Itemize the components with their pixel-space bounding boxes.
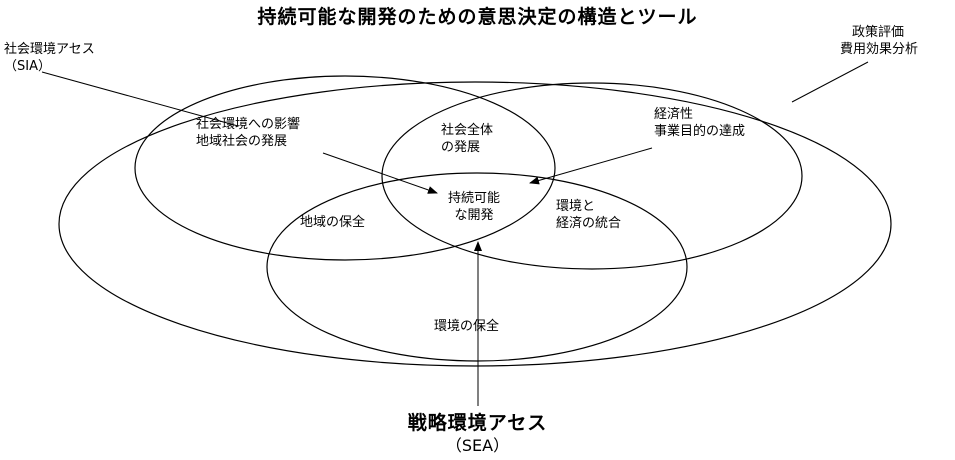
sustainable-line1: 持続可能 [448, 191, 501, 206]
sustainable-line2: な開発 [454, 208, 494, 223]
economic-label: 経済性 事業目的の達成 [654, 106, 745, 140]
sea-subtitle: （SEA） [445, 436, 510, 455]
economic-line2: 事業目的の達成 [654, 124, 746, 139]
social-arrow [322, 152, 438, 194]
social-ellipse [134, 75, 556, 261]
regional-label: 地域の保全 [300, 214, 365, 231]
regional-line1: 地域の保全 [300, 215, 366, 230]
environment-line1: 環境の保全 [434, 319, 500, 334]
sea-title: 戦略環境アセス [407, 412, 548, 434]
policy-label: 政策評価 費用効果分析 [840, 24, 918, 58]
environment-label: 環境の保全 [434, 318, 499, 335]
sia-line2: （SIA） [4, 59, 51, 74]
diagram-title: 持続可能な開発のための意思決定の構造とツール [257, 6, 698, 28]
env-econ-line1: 環境と [556, 199, 596, 214]
sia-line1: 社会環境アセス [4, 42, 95, 57]
outer-ellipse [58, 81, 892, 367]
economic-ellipse [381, 82, 803, 270]
society-whole-line1: 社会全体 [441, 123, 494, 138]
economic-arrow [529, 147, 653, 185]
economic-line1: 経済性 [654, 107, 694, 122]
env-econ-label: 環境と 経済の統合 [556, 198, 621, 232]
society-whole-label: 社会全体 の発展 [441, 122, 493, 156]
sia-label: 社会環境アセス （SIA） [4, 41, 95, 75]
environment-ellipse [266, 172, 688, 362]
sustainable-label: 持続可能 な開発 [448, 190, 500, 224]
social-impact-line2: 地域社会の発展 [196, 134, 288, 149]
social-impact-label: 社会環境への影響 地域社会の発展 [196, 116, 300, 150]
sia-connector-line [41, 71, 239, 127]
policy-line1: 政策評価 [852, 25, 905, 40]
society-whole-line2: の発展 [441, 140, 481, 155]
social-impact-line1: 社会環境への影響 [196, 117, 301, 132]
policy-connector-line [791, 61, 869, 103]
env-econ-line2: 経済の統合 [556, 216, 622, 231]
policy-line2: 費用効果分析 [840, 42, 919, 57]
